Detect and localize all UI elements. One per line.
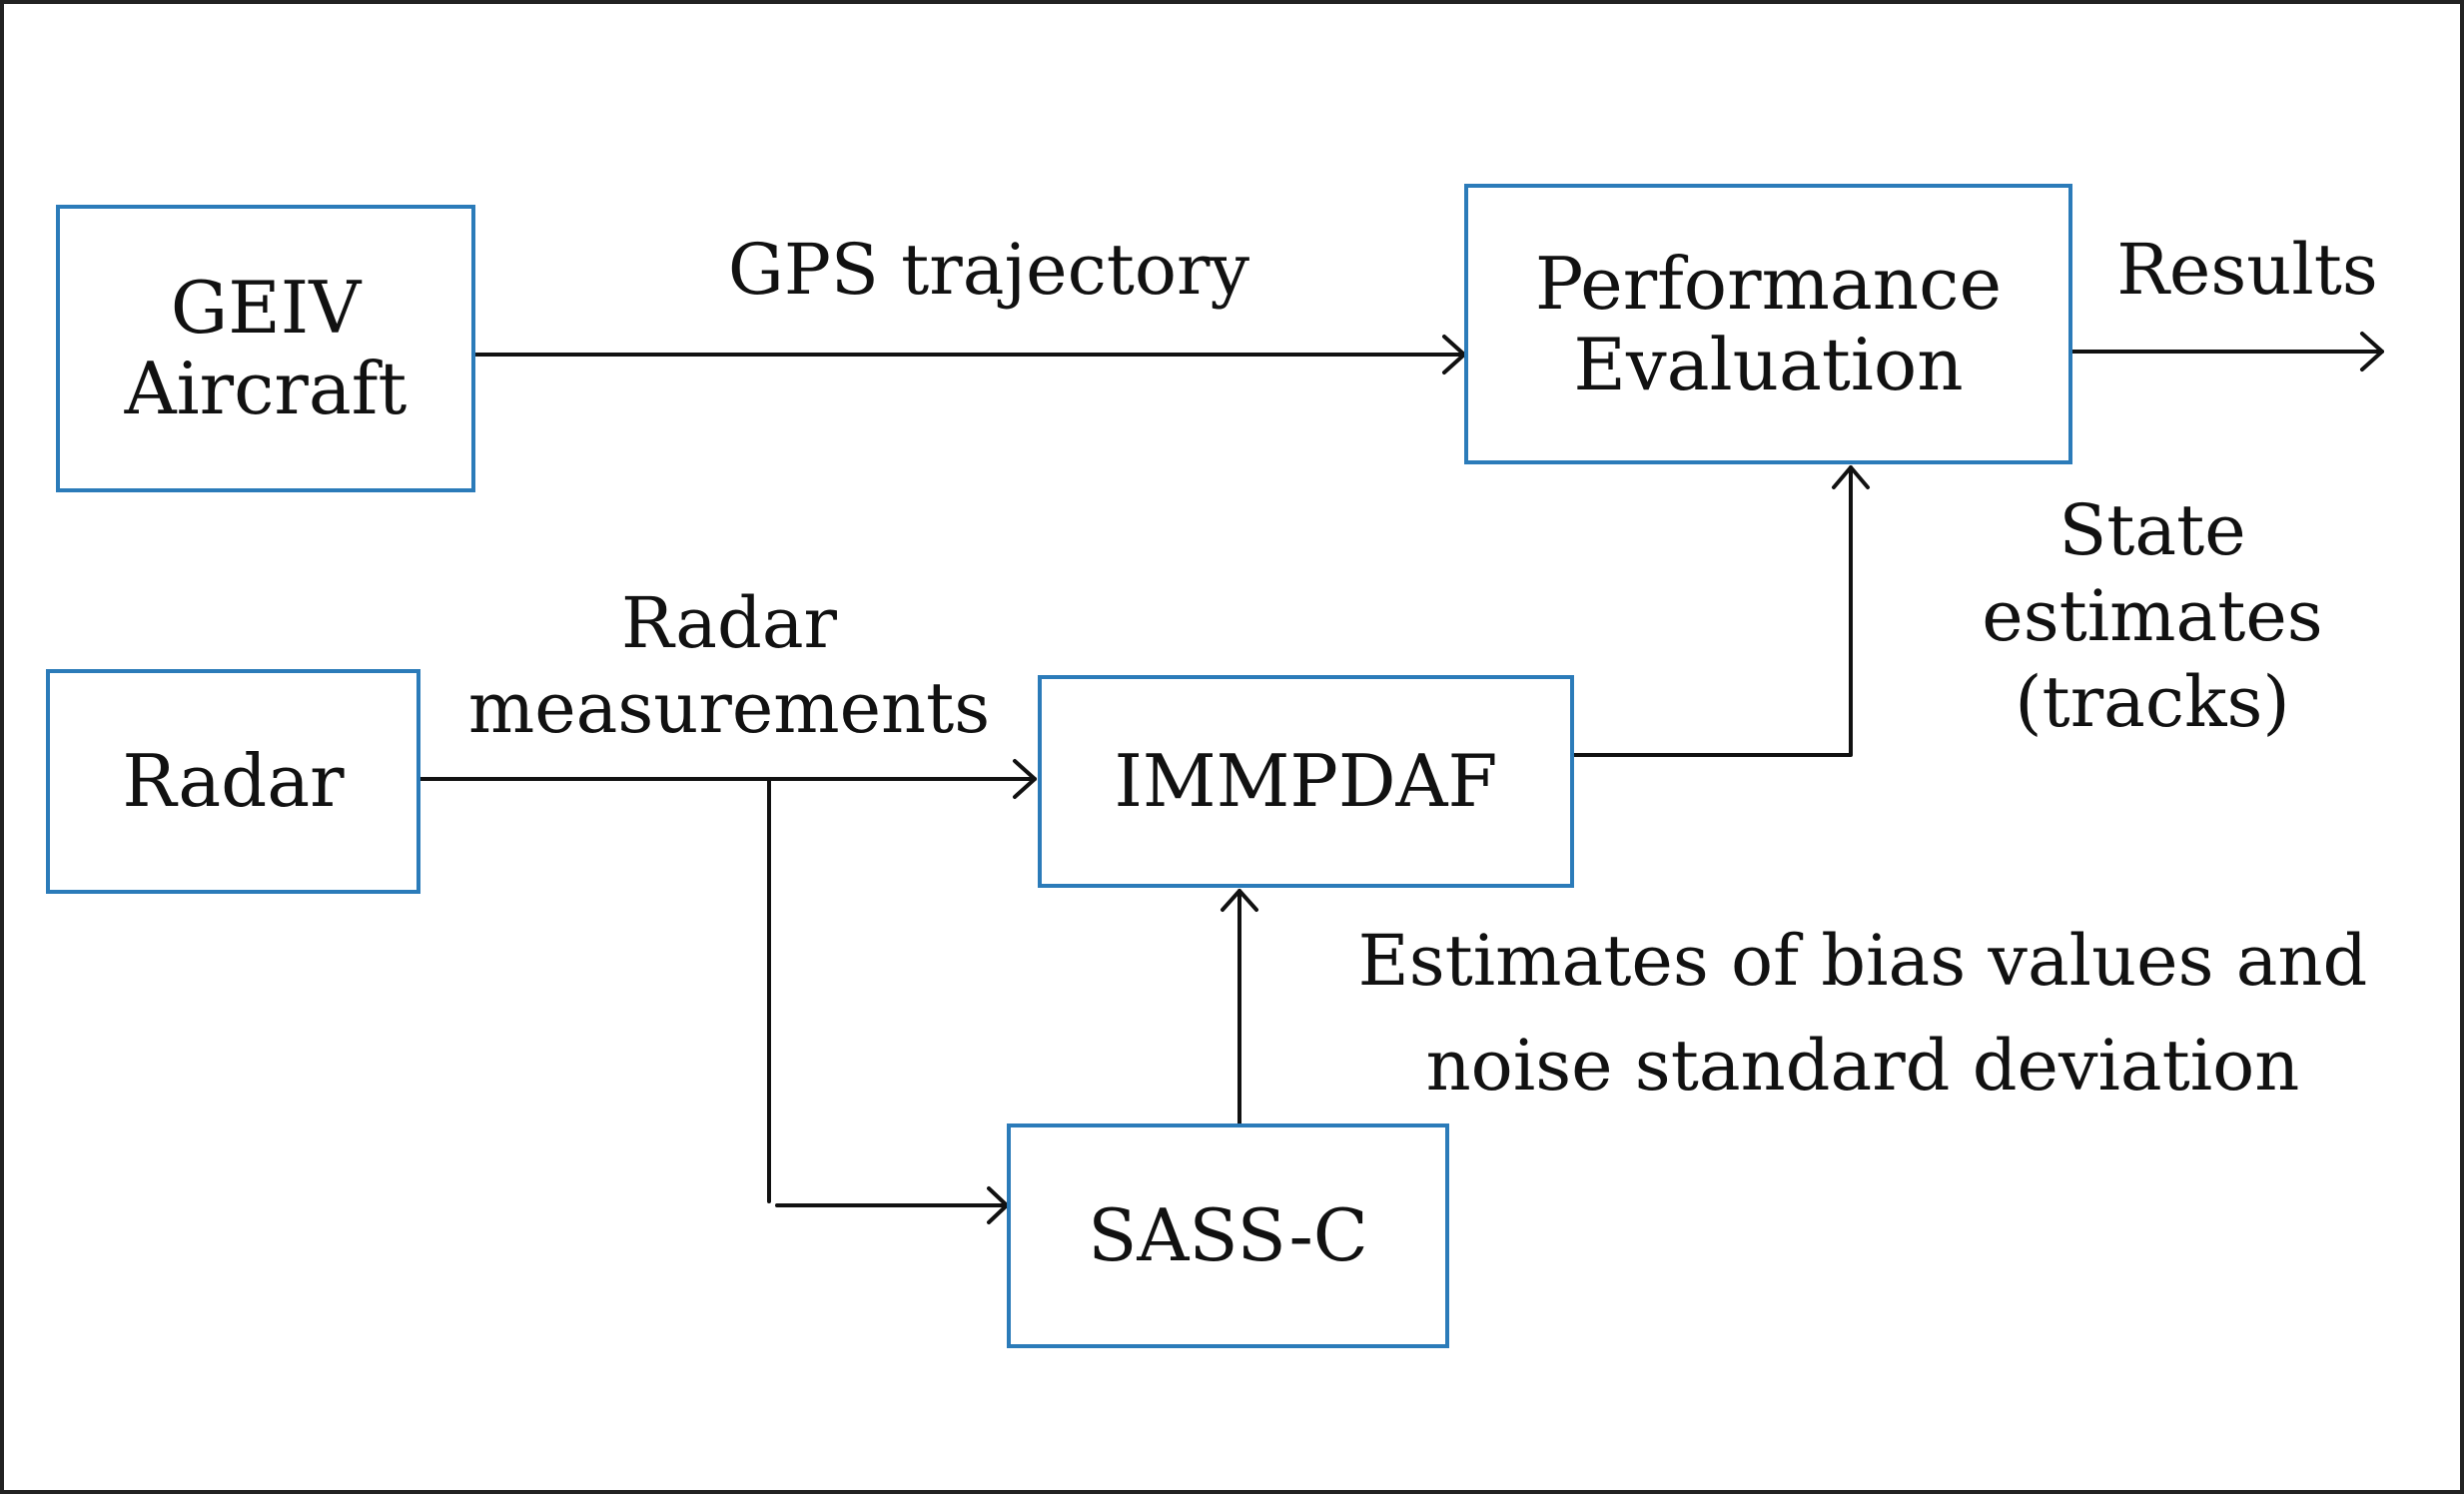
- bias-estimates-arrowhead: [1221, 889, 1258, 912]
- radar-measurements-arrowhead: [1013, 759, 1037, 799]
- bias-estimates-label: Estimates of bias values and noise stand…: [1357, 920, 2368, 1107]
- state-estimates-connector: [1572, 465, 1853, 757]
- performance-evaluation-block: Performance Evaluation: [1464, 184, 2072, 464]
- sass-c-block: SASS-C: [1007, 1123, 1449, 1348]
- results-label: Results: [2116, 229, 2378, 311]
- gps-trajectory-label: GPS trajectory: [727, 229, 1250, 311]
- immpdaf-block: IMMPDAF: [1038, 675, 1574, 888]
- radar-measurements-label: Radar measurements: [467, 582, 991, 750]
- radar-block: Radar: [46, 669, 420, 894]
- results-arrowhead: [2360, 332, 2384, 372]
- state-estimates-label: State estimates (tracks): [1982, 489, 2323, 744]
- geiv-aircraft-block: GEIV Aircraft: [56, 205, 475, 492]
- state-estimates-arrowhead: [1832, 465, 1870, 489]
